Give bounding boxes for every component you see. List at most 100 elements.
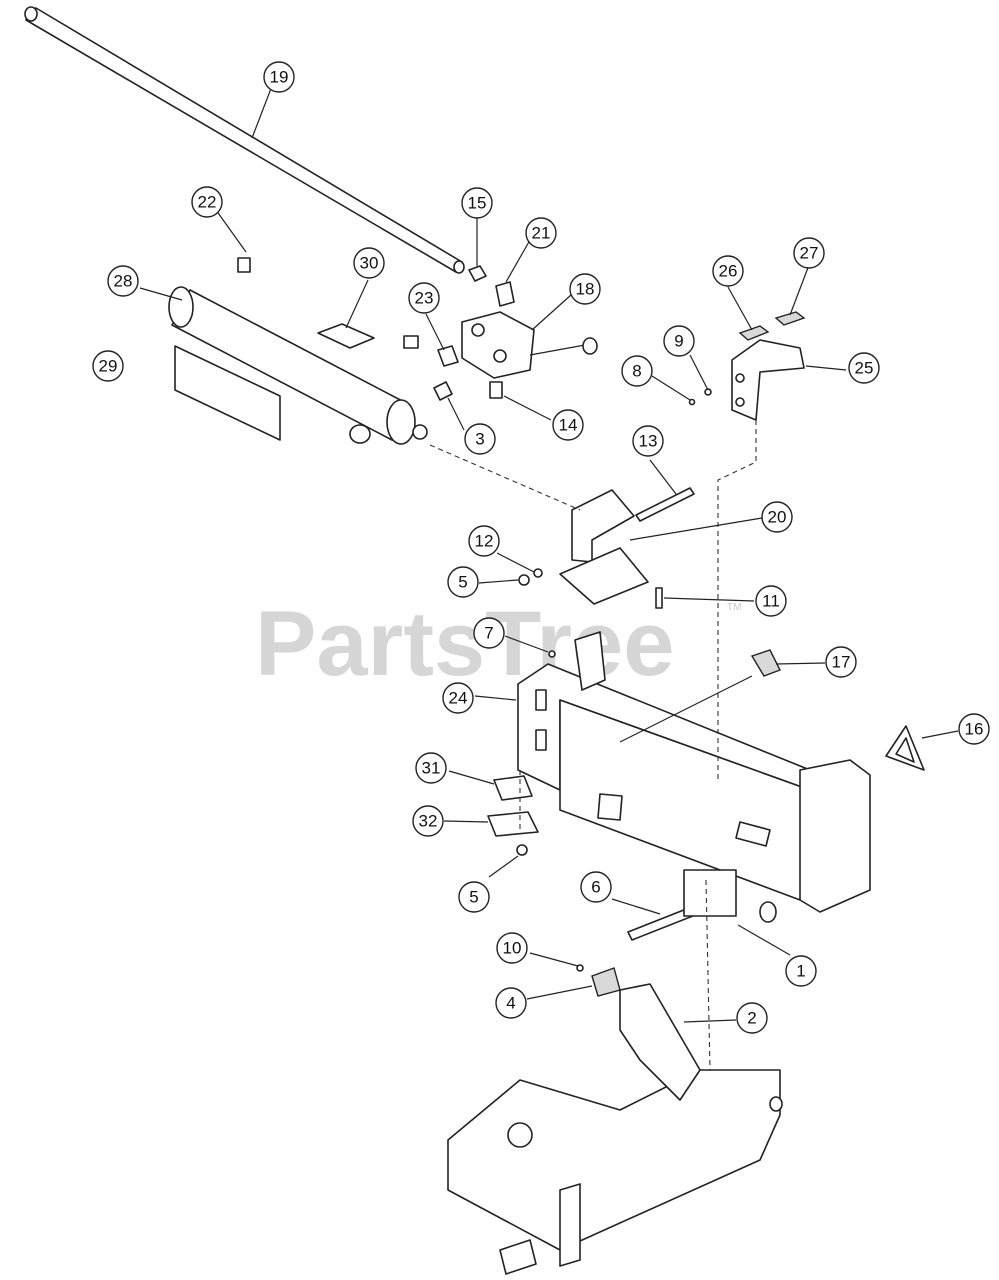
svg-text:11: 11: [762, 592, 780, 611]
part-2-base-frame[interactable]: [447, 983, 783, 1275]
svg-text:3: 3: [475, 430, 484, 449]
part-29-decal[interactable]: [174, 345, 281, 441]
part-20-valve-mount[interactable]: [559, 489, 649, 605]
svg-text:9: 9: [674, 332, 683, 351]
callout-23[interactable]: 23: [408, 282, 440, 314]
svg-text:5: 5: [469, 888, 478, 907]
part-10-washer[interactable]: [576, 964, 584, 972]
callout-3[interactable]: 3: [464, 423, 496, 455]
svg-text:8: 8: [632, 362, 641, 381]
callout-2[interactable]: 2: [736, 1002, 768, 1034]
svg-text:29: 29: [99, 357, 118, 376]
svg-text:28: 28: [114, 272, 133, 291]
callout-8[interactable]: 8: [621, 355, 653, 387]
callout-32[interactable]: 32: [412, 805, 444, 837]
svg-text:20: 20: [768, 508, 787, 527]
part-15-fitting[interactable]: [468, 265, 487, 282]
callout-12[interactable]: 12: [468, 525, 500, 557]
callout-7[interactable]: 7: [473, 617, 505, 649]
leader-lines: [139, 85, 959, 1023]
part-21-fitting[interactable]: [495, 281, 515, 307]
svg-text:2: 2: [747, 1009, 756, 1028]
part-8-screw[interactable]: [688, 398, 696, 406]
part-23-fitting[interactable]: [437, 345, 459, 367]
part-1-nut[interactable]: [759, 901, 777, 923]
part-18-control-valve[interactable]: [461, 311, 598, 379]
part-7-nut[interactable]: [548, 650, 556, 658]
callout-1[interactable]: 1: [785, 955, 817, 987]
callout-27[interactable]: 27: [793, 237, 825, 269]
svg-text:24: 24: [449, 689, 468, 708]
part-25-bracket[interactable]: [731, 339, 805, 421]
svg-text:19: 19: [270, 68, 289, 87]
callout-25[interactable]: 25: [848, 352, 880, 384]
part-28-cylinder[interactable]: [168, 286, 428, 445]
svg-text:7: 7: [484, 624, 493, 643]
svg-text:16: 16: [965, 720, 984, 739]
part-27-clip[interactable]: [774, 311, 806, 326]
svg-text:18: 18: [576, 280, 595, 299]
part-26-clip[interactable]: [738, 325, 770, 341]
callout-16[interactable]: 16: [958, 713, 990, 745]
part-4-hitch-clip[interactable]: [591, 967, 621, 997]
svg-text:1: 1: [796, 962, 805, 981]
part-30-decal[interactable]: [317, 323, 375, 349]
callout-9[interactable]: 9: [663, 325, 695, 357]
part-31-plate[interactable]: [493, 775, 533, 801]
callout-29[interactable]: 29: [92, 350, 124, 382]
part-17-latch[interactable]: [750, 649, 781, 677]
callout-26[interactable]: 26: [712, 255, 744, 287]
callout-28[interactable]: 28: [107, 265, 139, 297]
part-19-handle-rod[interactable]: [24, 6, 465, 274]
svg-text:32: 32: [419, 812, 438, 831]
watermark-trademark: TM: [727, 602, 741, 613]
svg-text:15: 15: [468, 194, 487, 213]
svg-text:5: 5: [458, 573, 467, 592]
callout-14[interactable]: 14: [552, 409, 584, 441]
svg-text:26: 26: [719, 262, 738, 281]
callout-31[interactable]: 31: [415, 752, 447, 784]
callout-4[interactable]: 4: [495, 987, 527, 1019]
callout-20[interactable]: 20: [761, 501, 793, 533]
callout-5-lower[interactable]: 5: [458, 881, 490, 913]
callout-30[interactable]: 30: [353, 247, 385, 279]
svg-text:4: 4: [506, 994, 515, 1013]
callout-18[interactable]: 18: [569, 273, 601, 305]
callout-10[interactable]: 10: [496, 932, 528, 964]
part-13-bolt[interactable]: [635, 487, 695, 522]
part-22-hose[interactable]: [237, 256, 419, 349]
part-5-nut-upper[interactable]: [518, 574, 530, 586]
svg-text:23: 23: [415, 289, 434, 308]
callouts: 19 22 15 21 28 30 18 23 26 27 29 9 8 25 …: [92, 61, 990, 1034]
part-12-washer[interactable]: [533, 568, 543, 578]
part-16-reflector[interactable]: [885, 725, 925, 771]
callout-6[interactable]: 6: [580, 871, 612, 903]
callout-11[interactable]: 11: [755, 585, 787, 617]
part-32-plate[interactable]: [487, 811, 539, 837]
part-11-pin[interactable]: [655, 587, 663, 609]
svg-text:10: 10: [503, 939, 522, 958]
svg-text:14: 14: [559, 416, 578, 435]
callout-17[interactable]: 17: [825, 646, 857, 678]
svg-text:27: 27: [800, 244, 819, 263]
callout-15[interactable]: 15: [461, 187, 493, 219]
svg-text:25: 25: [855, 359, 874, 378]
part-6-bolt[interactable]: [627, 869, 737, 941]
callout-21[interactable]: 21: [525, 217, 557, 249]
callout-22[interactable]: 22: [191, 186, 223, 218]
watermark-text: PartsTree: [255, 593, 674, 695]
callout-19[interactable]: 19: [263, 61, 295, 93]
svg-text:6: 6: [591, 878, 600, 897]
svg-text:21: 21: [532, 224, 551, 243]
part-5-nut-lower[interactable]: [516, 844, 528, 856]
assembly-lines: [429, 420, 757, 1071]
callout-13[interactable]: 13: [632, 425, 664, 457]
svg-text:22: 22: [198, 193, 217, 212]
callout-5-upper[interactable]: 5: [447, 566, 479, 598]
part-3-fitting[interactable]: [433, 381, 453, 401]
part-14-fitting[interactable]: [489, 381, 503, 399]
svg-text:30: 30: [360, 254, 379, 273]
callout-24[interactable]: 24: [442, 682, 474, 714]
part-24-beam[interactable]: [517, 631, 871, 913]
